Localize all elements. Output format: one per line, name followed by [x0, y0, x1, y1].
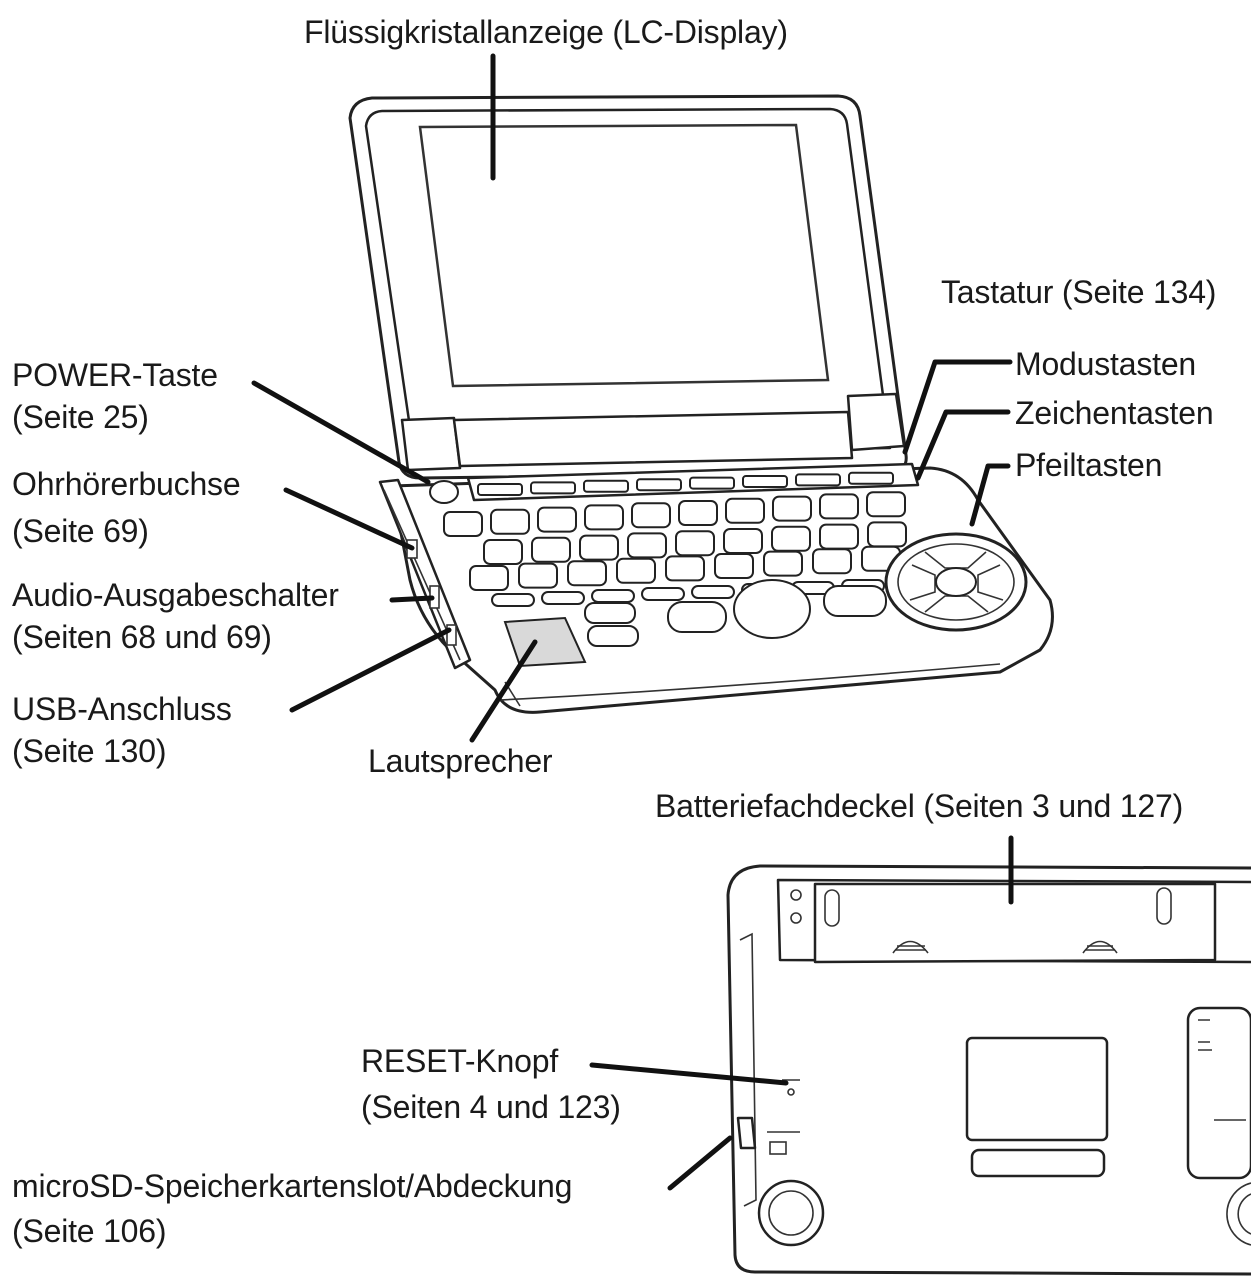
char-key — [484, 540, 522, 564]
char-key — [726, 499, 764, 523]
char-key — [492, 594, 534, 606]
device-lid — [350, 96, 906, 478]
label-audio: Audio-Ausgabeschalter — [12, 574, 339, 616]
arrow-pad — [886, 534, 1026, 630]
char-key — [491, 510, 529, 534]
char-key — [868, 522, 906, 546]
label-usb-page: (Seite 130) — [12, 730, 166, 772]
char-key — [679, 501, 717, 525]
mode-key — [478, 484, 522, 495]
lc-display — [420, 125, 828, 386]
label-char-keys: Zeichentasten — [1015, 392, 1213, 434]
mode-key — [796, 474, 840, 485]
char-key — [532, 538, 570, 562]
char-key — [542, 592, 584, 604]
char-key — [632, 503, 670, 527]
char-key — [813, 549, 851, 573]
mode-key — [743, 476, 787, 487]
char-key — [820, 494, 858, 518]
label-power: POWER-Taste — [12, 354, 218, 396]
mode-key — [584, 481, 628, 492]
label-microsd: microSD-Speicherkartenslot/Abdeckung — [12, 1165, 572, 1207]
label-earphone: Ohrhörerbuchse — [12, 463, 240, 505]
label-mode-keys: Modustasten — [1015, 343, 1196, 385]
char-key — [820, 525, 858, 549]
char-key — [666, 556, 704, 580]
char-key — [617, 559, 655, 583]
char-key — [470, 566, 508, 590]
mode-key — [531, 482, 575, 493]
mode-key — [849, 473, 893, 484]
label-keyboard: Tastatur (Seite 134) — [941, 271, 1216, 313]
char-key — [568, 561, 606, 585]
power-button — [430, 481, 458, 503]
label-lcd: Flüssigkristallanzeige (LC-Display) — [304, 11, 788, 53]
label-reset: RESET-Knopf — [361, 1040, 558, 1082]
char-key — [773, 497, 811, 521]
label-usb: USB-Anschluss — [12, 688, 232, 730]
char-key — [642, 588, 684, 600]
label-battery: Batteriefachdeckel (Seiten 3 und 127) — [655, 785, 1183, 827]
char-key — [592, 590, 634, 602]
char-key — [585, 505, 623, 529]
char-key — [867, 492, 905, 516]
char-key — [764, 552, 802, 576]
char-key — [724, 529, 762, 553]
label-microsd-page: (Seite 106) — [12, 1210, 166, 1252]
mode-key — [690, 478, 734, 489]
label-reset-page: (Seiten 4 und 123) — [361, 1086, 621, 1128]
label-power-page: (Seite 25) — [12, 396, 149, 438]
mode-key — [637, 479, 681, 490]
char-key — [580, 536, 618, 560]
char-key — [519, 564, 557, 588]
char-key — [772, 527, 810, 551]
char-key — [692, 586, 734, 598]
device-back — [728, 866, 1251, 1274]
label-audio-page: (Seiten 68 und 69) — [12, 616, 272, 658]
char-key — [444, 512, 482, 536]
label-speaker: Lautsprecher — [368, 740, 552, 782]
char-key — [628, 533, 666, 557]
reset-hole — [788, 1089, 794, 1095]
device-base — [380, 464, 1052, 712]
char-key — [676, 531, 714, 555]
label-arrow-keys: Pfeiltasten — [1015, 444, 1162, 486]
label-earphone-page: (Seite 69) — [12, 510, 149, 552]
char-key — [538, 508, 576, 532]
char-key — [715, 554, 753, 578]
